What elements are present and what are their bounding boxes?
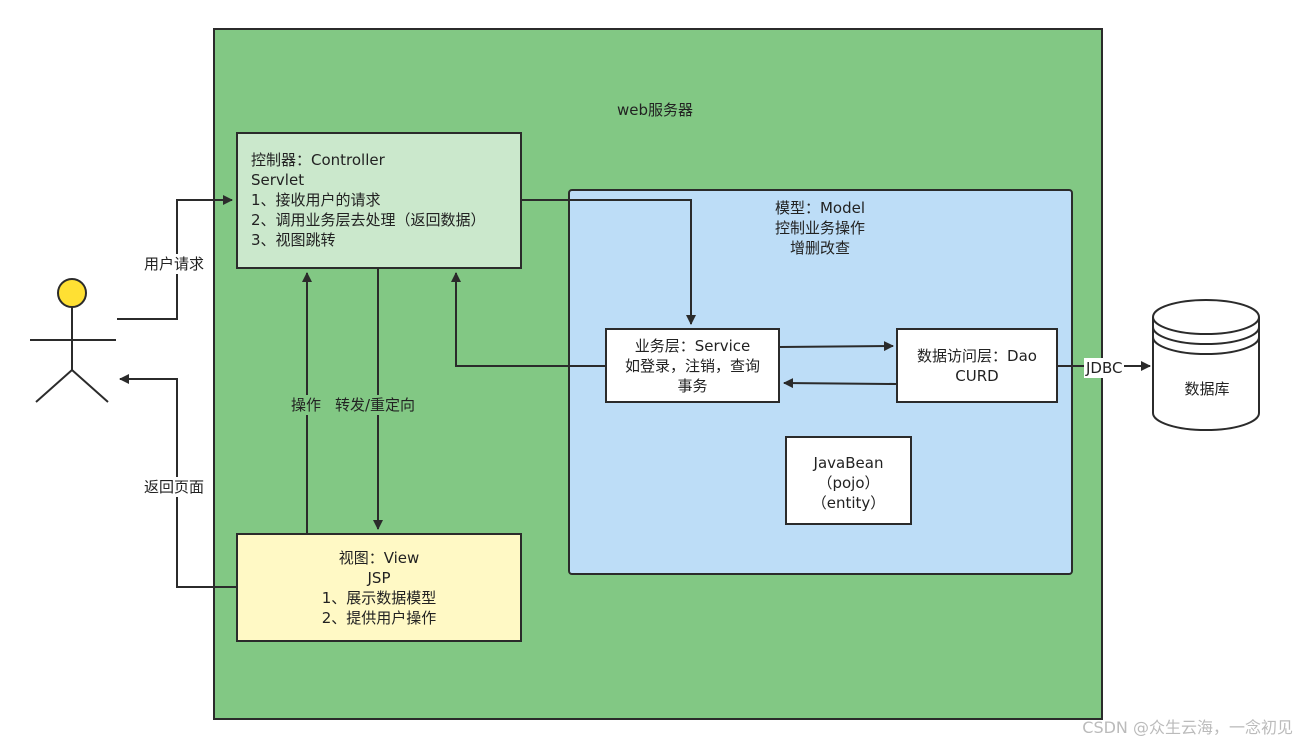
dao-box: 数据访问层：Dao CURD — [896, 328, 1058, 403]
dao-line: 数据访问层：Dao — [917, 347, 1037, 365]
service-line: 事务 — [677, 377, 708, 395]
jdbc-label: JDBC — [1084, 358, 1125, 378]
javabean-line: （pojo） — [817, 474, 880, 492]
web-server-title: web服务器 — [616, 101, 694, 119]
service-box: 业务层：Service 如登录，注销，查询 事务 — [605, 328, 780, 403]
model-line: 模型：Model — [774, 199, 866, 217]
service-line: 如登录，注销，查询 — [624, 357, 760, 375]
model-line: 增删改查 — [789, 239, 850, 257]
user-actor — [30, 278, 116, 403]
return-page-label: 返回页面 — [142, 477, 207, 497]
controller-to-service-arrow — [522, 199, 696, 325]
view-line: JSP — [367, 569, 391, 587]
view-box: 视图：View JSP 1、展示数据模型 2、提供用户操作 — [236, 533, 522, 642]
service-line: 业务层：Service — [634, 337, 751, 355]
database-label: 数据库 — [1184, 380, 1230, 398]
database-cylinder — [1152, 299, 1260, 431]
controller-line: 3、视图跳转 — [251, 231, 336, 249]
service-to-dao-arrow — [779, 341, 894, 352]
user-request-label: 用户请求 — [142, 254, 207, 274]
controller-box: 控制器：Controller Servlet 1、接收用户的请求 2、调用业务层… — [236, 132, 522, 269]
javabean-line: JavaBean — [813, 454, 884, 472]
forward-redirect-label: 转发/重定向 — [333, 395, 418, 415]
view-line: 2、提供用户操作 — [321, 609, 437, 627]
view-line: 1、展示数据模型 — [321, 589, 437, 607]
model-line: 控制业务操作 — [774, 219, 865, 237]
dao-line: CURD — [955, 367, 999, 385]
javabean-line: （entity） — [811, 494, 886, 512]
operation-label: 操作 — [289, 395, 324, 415]
view-line: 视图：View — [338, 549, 420, 567]
watermark: CSDN @众生云海，一念初见 — [1082, 718, 1293, 737]
javabean-box: JavaBean （pojo） （entity） — [785, 436, 912, 525]
dao-to-service-arrow — [783, 378, 897, 389]
controller-line: 1、接收用户的请求 — [251, 191, 381, 209]
model-title: 模型：Model 控制业务操作 增删改查 — [720, 198, 920, 258]
controller-line: 控制器：Controller — [251, 151, 385, 169]
controller-line: 2、调用业务层去处理（返回数据） — [251, 211, 486, 229]
service-to-controller-arrow — [451, 272, 605, 367]
controller-line: Servlet — [251, 171, 305, 189]
